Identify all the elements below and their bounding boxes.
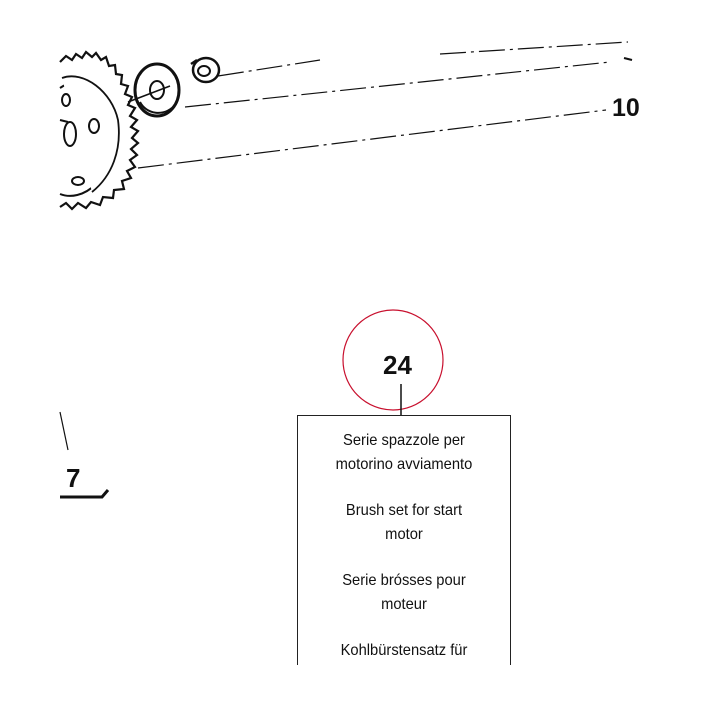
part-description-box: Serie spazzole per motorino avviamento B… [297, 415, 511, 665]
description-line: moteur [381, 596, 427, 613]
highlight-circle-24 [342, 309, 444, 411]
leader-line-top-right [439, 41, 629, 55]
description-english: Brush set for start motor [298, 499, 510, 547]
gear-edge [59, 119, 69, 123]
description-french: Serie brósses pour moteur [298, 569, 510, 617]
underline-7 [60, 489, 110, 499]
description-line: Serie spazzole per [343, 432, 465, 449]
shaft-line [127, 85, 171, 103]
leader-line-7 [59, 411, 69, 451]
nut-inner [197, 65, 211, 77]
gear-icon [59, 50, 140, 211]
gear-hole-1 [88, 118, 100, 134]
part-number-7: 7 [66, 463, 81, 493]
description-line: Kohlbürstensatz für [340, 642, 468, 659]
description-line: Brush set for start [345, 502, 463, 519]
gear-hole-4 [61, 93, 71, 107]
description-german: Kohlbürstensatz für [298, 639, 510, 663]
part-number-24: 24 [383, 350, 412, 380]
description-line: motor [385, 526, 423, 543]
leader-lines [137, 41, 629, 169]
leader-line-washer [184, 61, 611, 108]
description-italian: Serie spazzole per motorino avviamento [298, 429, 510, 477]
nut-notch [190, 58, 198, 66]
gear-hole-3 [63, 121, 77, 147]
nut-icon [190, 56, 221, 84]
gear-inner-ring [61, 75, 120, 193]
washer-shadow [139, 101, 177, 114]
leader-line-top [217, 59, 321, 77]
washer-inner [149, 80, 165, 100]
description-line: Serie brósses pour [342, 572, 466, 589]
washer-icon [133, 62, 181, 118]
part-number-10: 10 [612, 94, 640, 122]
gear-hole-2 [71, 176, 85, 186]
leader-line-10 [137, 109, 607, 169]
description-line: motorino avviamento [335, 456, 473, 473]
leader-tick-right [623, 57, 633, 61]
